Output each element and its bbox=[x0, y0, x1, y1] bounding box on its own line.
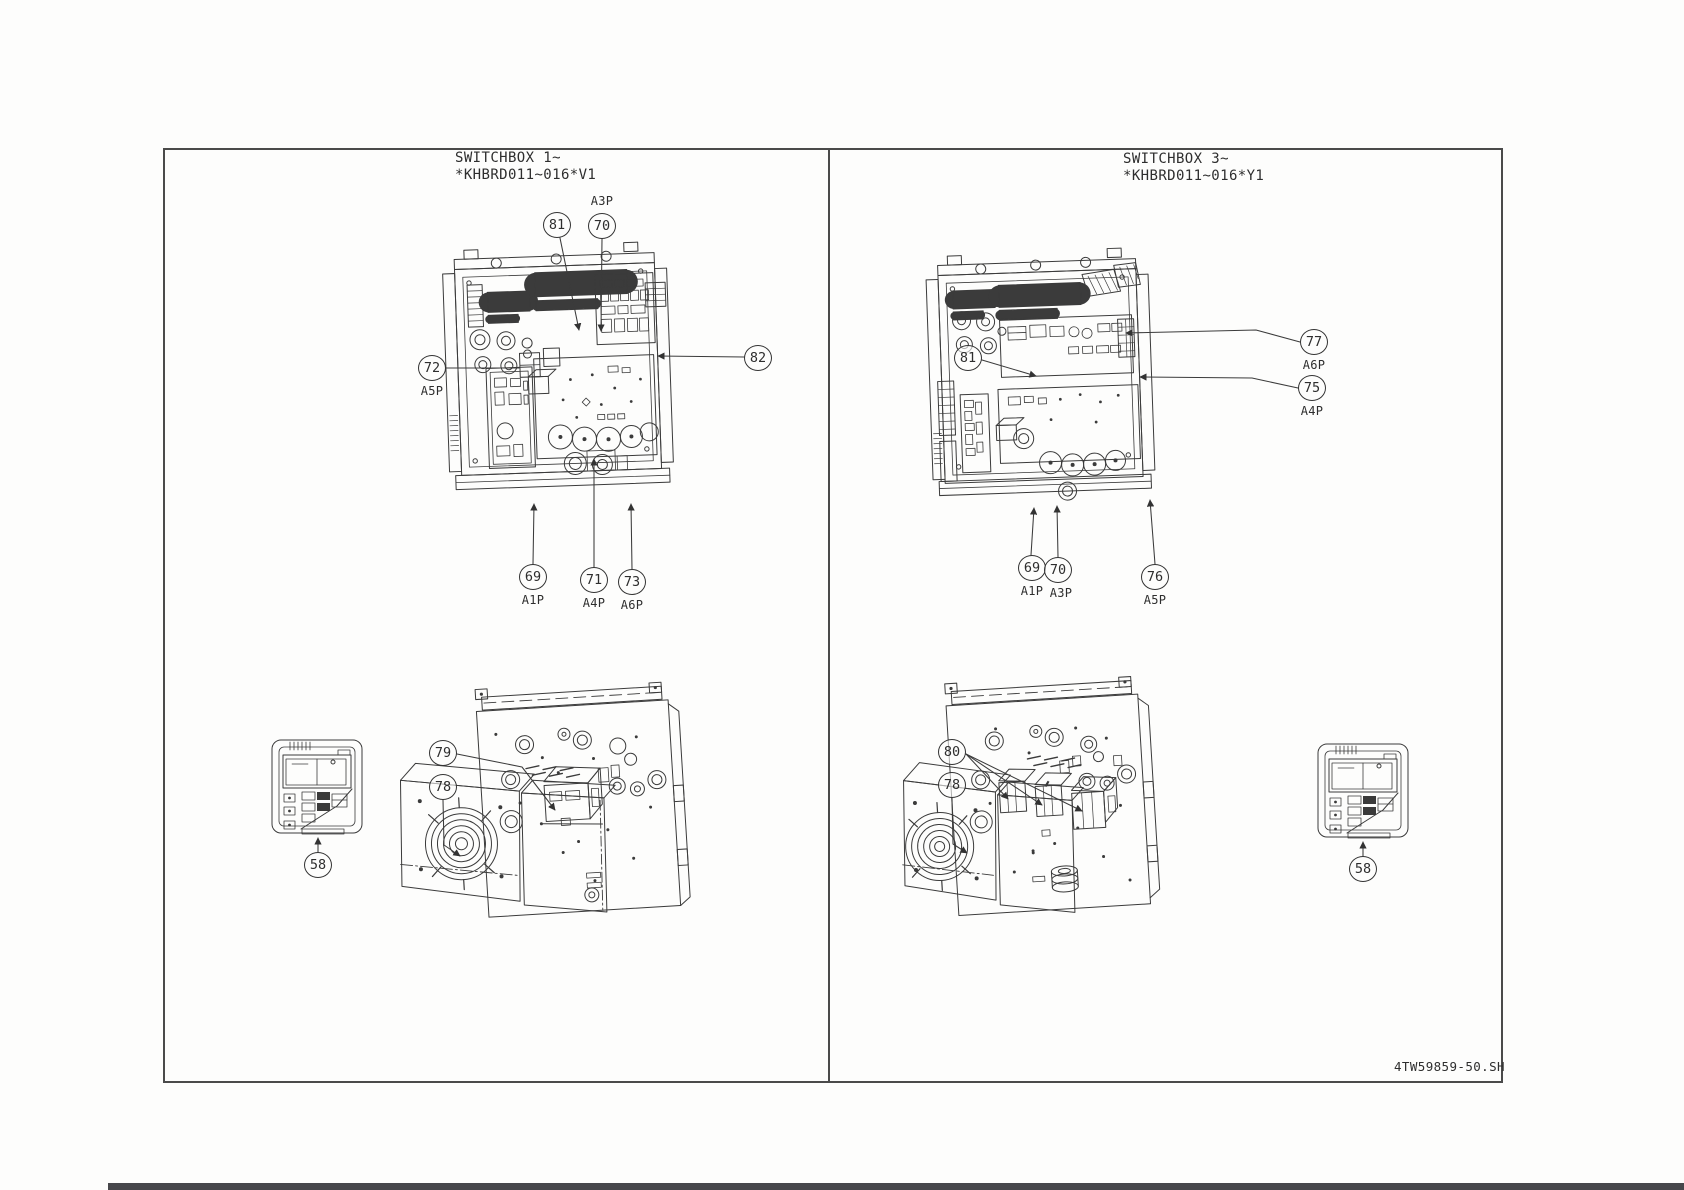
title-line-2: *KHBRD011~016*V1 bbox=[455, 167, 597, 183]
scan-edge-strip bbox=[108, 1183, 1684, 1190]
callout-80-right: 80 bbox=[938, 739, 966, 765]
pcb-components bbox=[493, 377, 529, 457]
left-panel-title: SWITCHBOX 1~ *KHBRD011~016*V1 bbox=[455, 150, 596, 184]
screw-dots bbox=[988, 726, 1132, 882]
callout-number: 82 bbox=[749, 350, 767, 366]
callout-number: 73 bbox=[623, 574, 641, 590]
ref-label-a4p-right: A4P bbox=[1300, 404, 1324, 418]
backplate-assembly-left bbox=[399, 681, 691, 918]
pcb-components bbox=[1007, 395, 1047, 406]
side-plate bbox=[997, 780, 1084, 913]
ref-label-a5p-left: A5P bbox=[420, 384, 444, 398]
callout-number: 78 bbox=[434, 779, 452, 795]
callout-number: 69 bbox=[524, 569, 542, 585]
drawing-border bbox=[163, 148, 1503, 1083]
callout-number: 77 bbox=[1305, 334, 1323, 350]
callout-81-left: 81 bbox=[543, 212, 571, 238]
ref-label-a1p-right: A1P bbox=[1020, 584, 1044, 598]
ref-label-a5p-right: A5P bbox=[1143, 593, 1167, 607]
callout-number: 70 bbox=[593, 218, 611, 234]
remote-controller-right bbox=[1317, 743, 1409, 839]
pcb-components bbox=[963, 399, 984, 457]
screw-dots bbox=[494, 732, 653, 883]
callout-70-right: 70 bbox=[1044, 557, 1072, 583]
callout-75-right: 75 bbox=[1298, 375, 1326, 401]
ref-label-a6p-right: A6P bbox=[1302, 358, 1326, 372]
callout-70-left: 70 bbox=[588, 213, 616, 239]
fan-cover bbox=[399, 762, 535, 902]
callout-number: 70 bbox=[1049, 562, 1067, 578]
pcb-components bbox=[1007, 322, 1123, 355]
callout-number: 76 bbox=[1146, 569, 1164, 585]
fan-grille bbox=[905, 802, 975, 892]
pcb-components bbox=[581, 365, 631, 421]
switchbox-1-drawing bbox=[442, 241, 674, 491]
callout-71-left: 71 bbox=[580, 567, 608, 593]
ref-label-a1p-left: A1P bbox=[521, 593, 545, 607]
callout-number: 69 bbox=[1023, 560, 1041, 576]
switchbox-3-drawing bbox=[925, 247, 1156, 501]
grommet bbox=[1050, 865, 1079, 893]
solder-dots bbox=[561, 373, 642, 419]
ref-label-a3p-right: A3P bbox=[1049, 586, 1073, 600]
remote-controller-left bbox=[271, 739, 363, 835]
drawing-number: 4TW59859-50.SH bbox=[1394, 1059, 1505, 1074]
backplate-assembly-right bbox=[902, 676, 1161, 916]
callout-number: 58 bbox=[1354, 861, 1372, 877]
callout-69-right: 69 bbox=[1018, 555, 1046, 581]
panel-divider bbox=[828, 148, 830, 1083]
callout-81-right: 81 bbox=[954, 345, 982, 371]
callout-72-left: 72 bbox=[418, 355, 446, 381]
callout-58-left: 58 bbox=[304, 852, 332, 878]
callout-78-right: 78 bbox=[938, 772, 966, 798]
callout-79-left: 79 bbox=[429, 740, 457, 766]
callout-number: 58 bbox=[309, 857, 327, 873]
callout-78-left: 78 bbox=[429, 774, 457, 800]
fan-grille bbox=[424, 797, 498, 891]
callout-58-right: 58 bbox=[1349, 856, 1377, 882]
ref-label-a3p-left: A3P bbox=[590, 194, 614, 208]
callout-77-right: 77 bbox=[1300, 329, 1328, 355]
callout-number: 81 bbox=[959, 350, 977, 366]
side-plate bbox=[520, 779, 616, 913]
callout-76-right: 76 bbox=[1141, 564, 1169, 590]
title-line-1: SWITCHBOX 1~ bbox=[455, 150, 561, 166]
callout-82-left: 82 bbox=[744, 345, 772, 371]
callout-73-left: 73 bbox=[618, 569, 646, 595]
callout-69-left: 69 bbox=[519, 564, 547, 590]
callout-number: 78 bbox=[943, 777, 961, 793]
title-line-2: *KHBRD011~016*Y1 bbox=[1123, 168, 1265, 184]
callout-number: 79 bbox=[434, 745, 452, 761]
solder-dots bbox=[1049, 393, 1120, 424]
ref-label-a6p-left: A6P bbox=[620, 598, 644, 612]
contactors bbox=[998, 768, 1119, 830]
callout-number: 81 bbox=[548, 217, 566, 233]
leader-lines bbox=[314, 237, 1367, 857]
ref-label-a4p-left: A4P bbox=[582, 596, 606, 610]
right-panel-title: SWITCHBOX 3~ *KHBRD011~016*Y1 bbox=[1123, 151, 1264, 185]
callout-number: 72 bbox=[423, 360, 441, 376]
callout-number: 75 bbox=[1303, 380, 1321, 396]
callout-number: 80 bbox=[943, 744, 961, 760]
title-line-1: SWITCHBOX 3~ bbox=[1123, 151, 1229, 167]
callout-number: 71 bbox=[585, 572, 603, 588]
